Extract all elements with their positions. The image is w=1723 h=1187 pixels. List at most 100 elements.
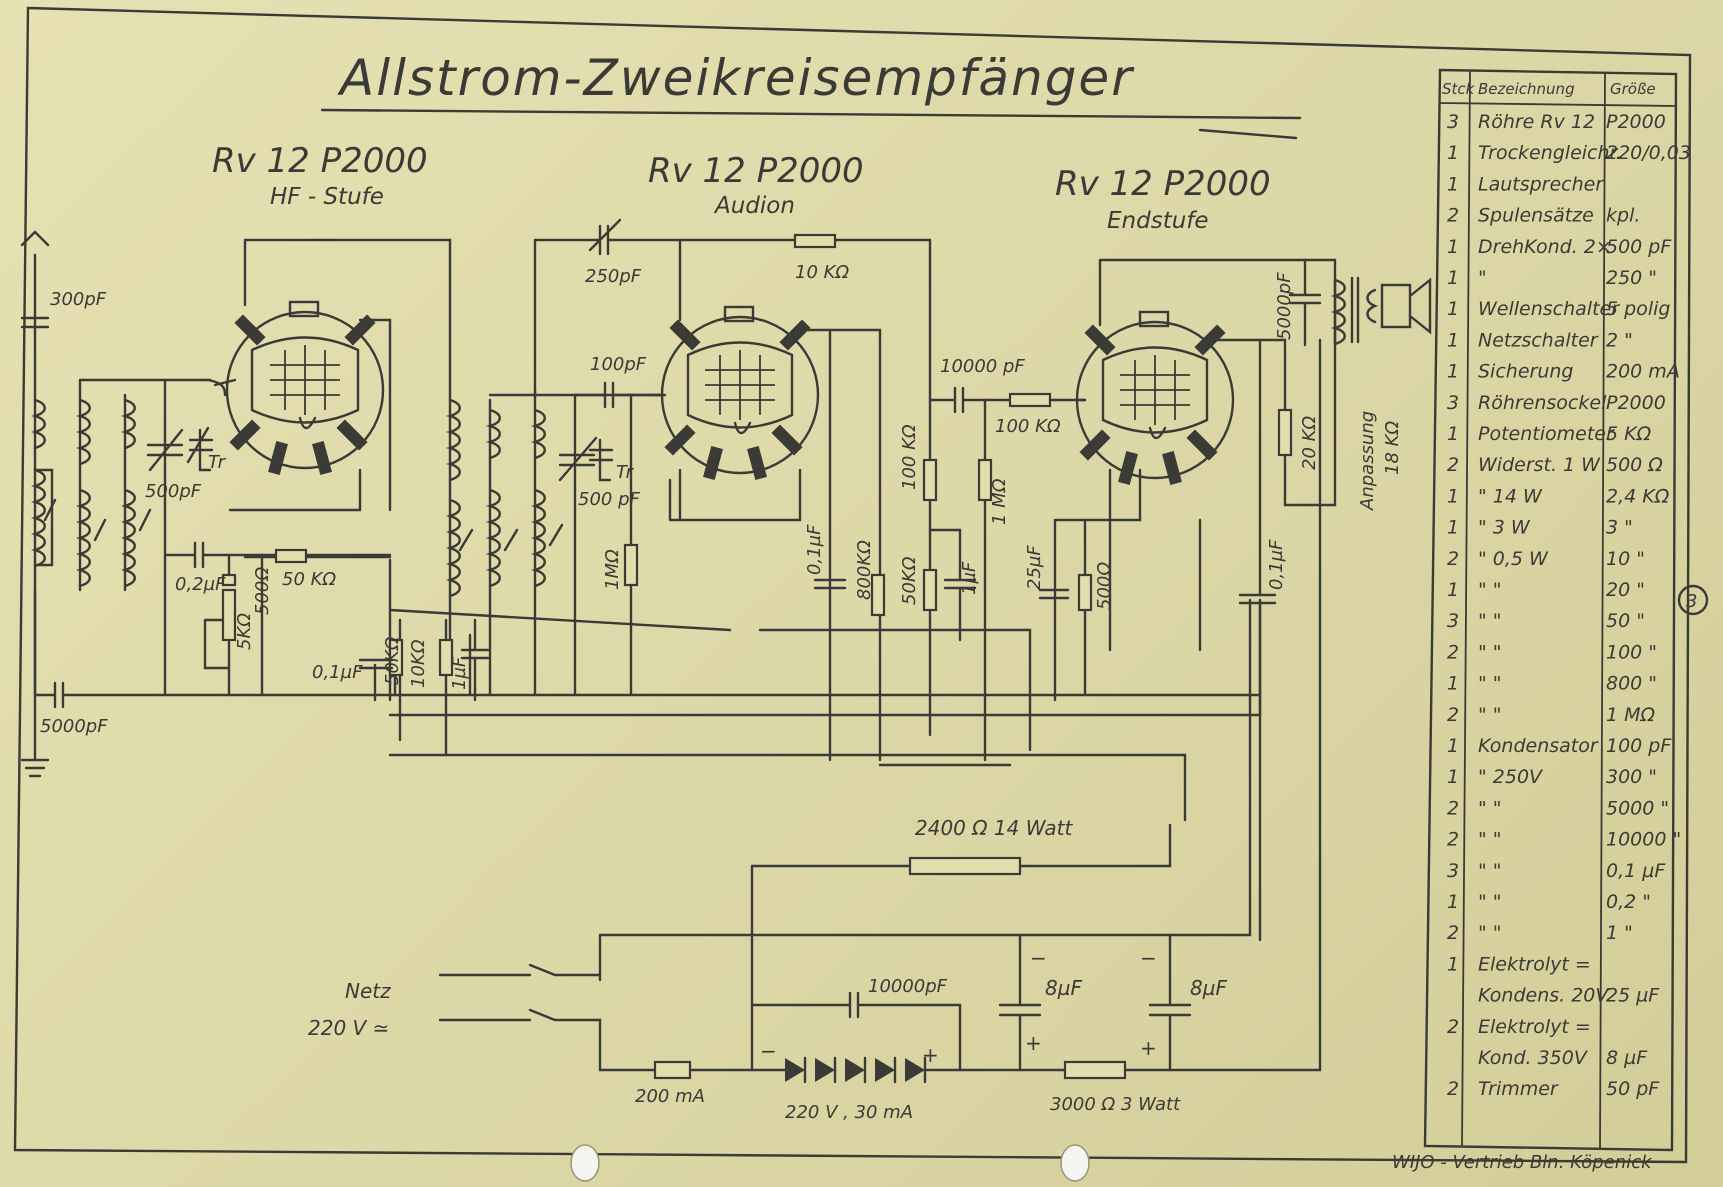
table-cell-size: 0,2 " — [1606, 891, 1651, 913]
table-cell-size: P2000 — [1606, 392, 1666, 414]
tube2-type: Rv 12 P2000 — [648, 151, 864, 191]
table-header-size: Größe — [1610, 80, 1656, 98]
table-cell-size: 300 " — [1606, 766, 1657, 788]
table-cell-size: 10 " — [1606, 548, 1645, 570]
table-cell-name: " — [1478, 267, 1487, 289]
tube3-stage: Endstufe — [1107, 208, 1209, 234]
sheet-number: 3 — [1686, 591, 1697, 612]
label-800k: 800KΩ — [854, 540, 875, 600]
table-cell-name: " 0,5 W — [1478, 548, 1549, 570]
table-cell-qty: 3 — [1447, 392, 1459, 414]
label-500r-b: 500Ω — [1094, 562, 1115, 610]
table-cell-name: Trimmer — [1478, 1078, 1559, 1100]
tube3-type: Rv 12 P2000 — [1055, 164, 1271, 204]
table-cell-size: 250 " — [1606, 267, 1657, 289]
tube1-type: Rv 12 P2000 — [212, 141, 428, 181]
table-cell-qty: 1 — [1447, 485, 1459, 507]
table-cell-size: P2000 — [1606, 111, 1666, 133]
label-01uf-a: 0,1µF — [312, 662, 363, 683]
label-1uf-a: 1µF — [449, 656, 470, 690]
table-cell-qty: 1 — [1447, 361, 1459, 383]
table-cell-name: Kond. 350V — [1478, 1047, 1589, 1069]
label-25uf: 25µF — [1024, 545, 1045, 590]
table-cell-qty: 2 — [1447, 205, 1459, 227]
sheet-border — [13, 6, 1692, 1164]
table-header-name: Bezeichnung — [1478, 80, 1575, 98]
table-cell-size: 220/0,03 — [1606, 142, 1691, 164]
table-cell-qty: 2 — [1447, 454, 1459, 476]
table-cell-name: " " — [1478, 579, 1502, 601]
label-minus-b: − — [1140, 946, 1157, 970]
table-cell-size: 1 MΩ — [1606, 704, 1656, 726]
label-01uf-c: 0,1µF — [1266, 539, 1287, 590]
table-cell-size: 50 " — [1606, 610, 1645, 632]
label-10k-a: 10KΩ — [408, 639, 429, 688]
tube3-symbol — [1038, 258, 1337, 942]
table-cell-name: " " — [1478, 641, 1502, 663]
label-netz-v: 220 V ≃ — [308, 1016, 389, 1040]
table-cell-name: Lautsprecher — [1478, 173, 1604, 195]
label-plus-b: + — [1140, 1036, 1157, 1060]
table-cell-qty: 2 — [1447, 1078, 1459, 1100]
table-cell-qty: 1 — [1447, 142, 1459, 164]
table-cell-name: " 14 W — [1478, 485, 1543, 507]
label-20k: 20 KΩ — [1299, 416, 1320, 470]
table-cell-qty: 2 — [1447, 922, 1459, 944]
table-cell-size: 1 " — [1606, 922, 1633, 944]
label-5k: 5KΩ — [234, 613, 255, 650]
table-cell-size: 20 " — [1606, 579, 1645, 601]
label-300pf: 300pF — [50, 289, 107, 310]
label-1m: 1MΩ — [602, 549, 623, 590]
table-cell-size: 5 polig — [1606, 298, 1670, 320]
tube2-symbol — [648, 238, 1032, 762]
label-8uf-b: 8µF — [1190, 976, 1227, 1000]
table-cell-size: 50 pF — [1606, 1078, 1660, 1100]
table-cell-size: 3 " — [1606, 517, 1633, 539]
label-200ma: 200 mA — [635, 1086, 705, 1107]
table-cell-qty: 1 — [1447, 517, 1459, 539]
table-cell-qty: 3 — [1447, 610, 1459, 632]
tube1-symbol — [213, 238, 452, 642]
label-02uf: 0,2µF — [175, 574, 226, 595]
table-header-qty: Stck — [1442, 80, 1476, 98]
punch-hole-left — [570, 1144, 600, 1182]
footer-text: WIJO - Vertrieb Bln. Köpenick — [1392, 1152, 1653, 1173]
table-cell-name: " " — [1478, 891, 1502, 913]
label-100k-v: 100 KΩ — [899, 424, 920, 490]
ground-rail-2 — [388, 753, 1187, 822]
table-cell-name: Trockengleichr. — [1478, 142, 1622, 164]
label-1uf-b: 1µF — [959, 561, 980, 595]
title-underline — [320, 108, 1302, 140]
label-3000: 3000 Ω 3 Watt — [1050, 1094, 1181, 1115]
table-cell-name: Widerst. 1 W — [1478, 454, 1601, 476]
table-cell-qty: 1 — [1447, 329, 1459, 351]
tube1-stage: HF - Stufe — [270, 184, 384, 210]
label-100k-h: 100 KΩ — [995, 416, 1061, 437]
label-50k-b: 50KΩ — [899, 556, 920, 605]
table-cell-size: 5000 " — [1606, 797, 1669, 819]
table-cell-size: 5 KΩ — [1606, 423, 1652, 445]
label-anpassung: Anpassung — [1357, 411, 1378, 511]
table-cell-qty: 1 — [1447, 735, 1459, 757]
table-cell-qty: 1 — [1447, 298, 1459, 320]
table-cell-qty: 2 — [1447, 704, 1459, 726]
label-netz: Netz — [345, 979, 391, 1003]
table-cell-size: 0,1 µF — [1606, 860, 1666, 882]
table-cell-qty: 1 — [1447, 173, 1459, 195]
table-cell-size: 800 " — [1606, 673, 1657, 695]
table-cell-name: Sicherung — [1478, 361, 1573, 383]
table-cell-name: Elektrolyt = — [1478, 953, 1591, 975]
table-cell-qty: 2 — [1447, 829, 1459, 851]
label-5000pf-gnd: 5000pF — [40, 716, 108, 737]
table-cell-name: " " — [1478, 797, 1502, 819]
table-cell-size: 500 Ω — [1606, 454, 1663, 476]
table-cell-qty: 3 — [1447, 111, 1459, 133]
tube2-stage: Audion — [713, 193, 795, 219]
table-cell-name: " " — [1478, 673, 1502, 695]
label-50k-a: 50KΩ — [382, 636, 403, 685]
table-cell-name: Kondens. 20V — [1478, 985, 1610, 1007]
label-5000pf: 5000pF — [1274, 272, 1295, 340]
label-500pf-2: 500 pF — [578, 489, 641, 510]
label-500r: 500Ω — [252, 567, 273, 615]
table-cell-qty: 2 — [1447, 641, 1459, 663]
